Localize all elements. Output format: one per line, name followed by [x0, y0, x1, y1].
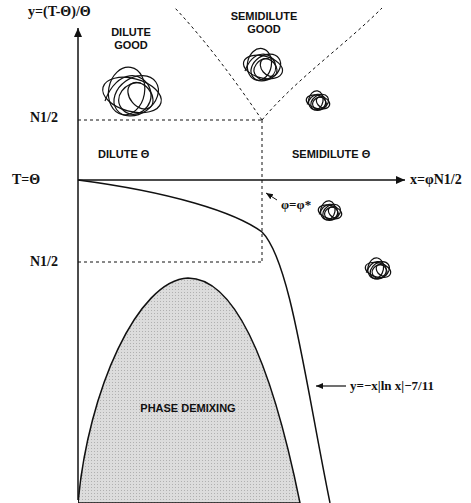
axis-title: x=φN1/2 [410, 172, 462, 188]
curve-equation: y=−x|ln x|−7/11 [348, 378, 436, 393]
x-axis [78, 179, 405, 181]
region-label: SEMIDILUTE GOOD [224, 10, 304, 36]
dashed-guides [78, 8, 382, 262]
annotation: φ=φ* [279, 197, 313, 212]
axis-title: y=(T-Θ)/Θ [28, 4, 91, 20]
axis-tick-label: N1/2 [30, 254, 58, 270]
region-label: PHASE DEMIXING [140, 402, 236, 415]
region-label: SEMIDILUTE Θ [292, 148, 370, 161]
polymer-coil [364, 257, 393, 283]
crossover-curve [78, 180, 330, 503]
axis-tick-label: N1/2 [30, 110, 58, 126]
polymer-coil [241, 46, 286, 86]
polymer-coil [99, 64, 166, 124]
y-axis [77, 28, 79, 500]
region-label: DILUTE GOOD [100, 26, 162, 52]
pointer-arrow [266, 193, 277, 200]
pointer-arrow [316, 385, 346, 386]
polymer-coil [305, 90, 332, 114]
polymer-coil [317, 200, 344, 224]
axis-tick-label: T=Θ [12, 172, 40, 188]
region-label: DILUTE Θ [98, 148, 149, 161]
region-outline [78, 278, 300, 503]
